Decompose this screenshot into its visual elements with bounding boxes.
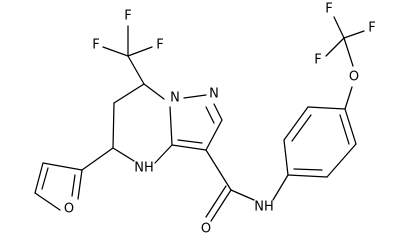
bond-ar-c3-c4 [307, 106, 346, 110]
bonds [34, 16, 365, 222]
bond-c5-nh [112, 147, 135, 162]
bond-fur-c5-c4-double [41, 167, 49, 190]
bond-camide-o [210, 189, 232, 222]
bond-nh-c3a [154, 144, 173, 164]
atom-f4: F [325, 2, 332, 17]
bond-o-cf3 [343, 37, 354, 67]
bond-camide-o-double [205, 185, 227, 218]
bond-fur-c3-c2-double [71, 174, 76, 197]
bond-c3-camide [205, 149, 232, 191]
bond-c2-c3 [205, 119, 223, 151]
bond-c7-c6 [113, 83, 145, 104]
bond-ocf3-f-top [333, 16, 345, 39]
bond-ar-c4-c5-double [339, 114, 350, 145]
atom-labels: F F F F F F O N N NH NH O O [64, 2, 376, 237]
bond-fur-c2-o [77, 169, 83, 200]
bond-ar-c5-c6 [326, 143, 357, 178]
atom-f1: F [124, 9, 131, 24]
bond-c3-c3a-double [177, 139, 203, 144]
atom-f2: F [92, 38, 99, 53]
bond-cf3-f-left [102, 46, 129, 57]
bond-cf3-c7 [127, 55, 145, 85]
bond-ar-c1-c2 [283, 139, 289, 176]
bond-c5-furan [81, 147, 114, 171]
bond-fur-c5-c4 [34, 162, 44, 194]
bond-nh-aryl [272, 174, 289, 201]
atom-f5: F [368, 21, 375, 36]
atom-n-ring-1: N [170, 91, 180, 106]
bond-n2-c2-double [205, 106, 215, 124]
bond-fur-c4-c3 [42, 162, 83, 171]
bond-ar-c4-c5 [344, 108, 357, 145]
bond-ar-c6-c1 [287, 174, 328, 178]
bond-ar-o-ether [344, 86, 353, 110]
atom-o-furan: O [64, 202, 74, 217]
atom-n-ring-2: N [209, 87, 219, 102]
bond-c3a-n1 [169, 106, 173, 146]
bond-ar-c6-c1-double [293, 168, 323, 171]
bond-cf3-f-right [127, 46, 153, 57]
bond-ocf3-f-right [343, 30, 365, 39]
atom-nh-amide: NH [254, 200, 274, 215]
atom-f6: F [314, 53, 321, 68]
bond-n1-n2 [183, 94, 207, 99]
bond-c3-c3a [171, 144, 207, 151]
atom-o-ether: O [349, 70, 359, 85]
bond-camide-nh [230, 189, 255, 201]
bond-ar-c2-c3-double [291, 114, 312, 142]
bond-n2-c2 [213, 103, 223, 121]
bond-c6-c5 [112, 102, 115, 149]
atom-f3: F [156, 38, 163, 53]
bond-ocf3-f-left [325, 37, 345, 57]
atom-nh-ring: NH [134, 161, 154, 176]
bond-ar-c2-c3 [283, 106, 309, 141]
bond-fur-o-c5 [34, 192, 61, 211]
bond-c7-n1 [143, 83, 165, 100]
atom-o-carbonyl: O [201, 222, 211, 237]
